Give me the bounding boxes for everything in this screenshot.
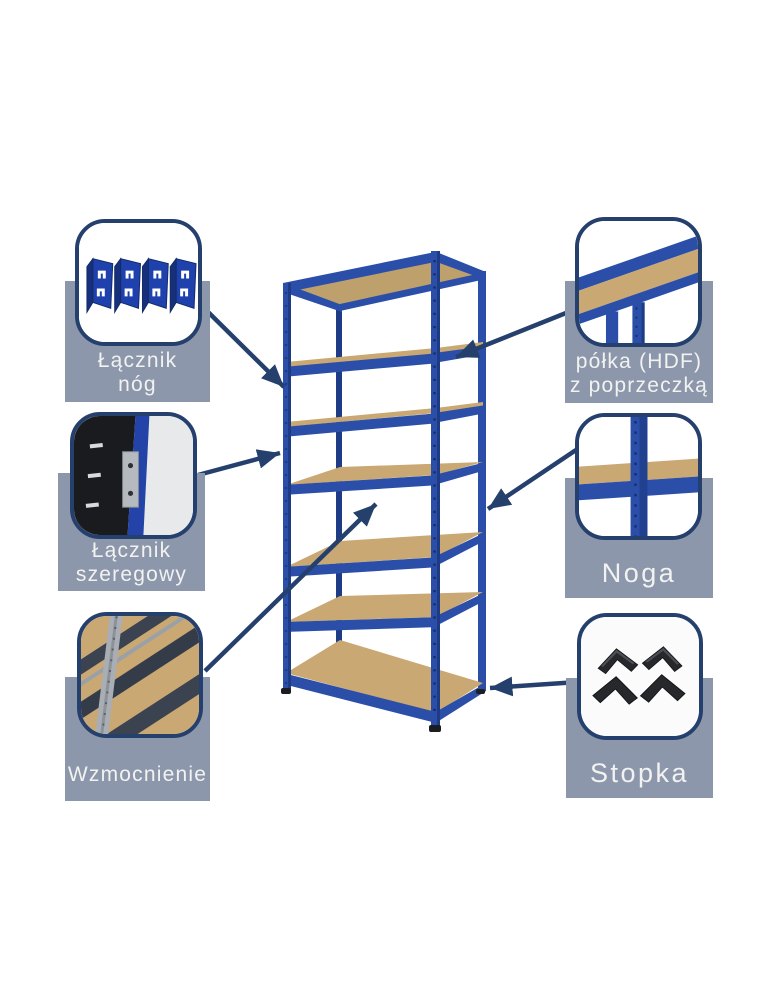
arrow-polka-hdf	[455, 306, 577, 360]
callout-thumb-polka-hdf	[575, 217, 702, 347]
arrow-lacznik-szeregowy	[197, 449, 281, 478]
corner-feet-image	[581, 617, 699, 736]
arrow-lacznik-nog	[201, 305, 286, 389]
row-connector-image	[74, 416, 193, 535]
callout-arrows	[197, 305, 579, 697]
callout-thumb-stopka	[577, 613, 703, 740]
upright-leg-image	[579, 417, 698, 536]
callout-thumb-noga	[575, 413, 702, 540]
callout-thumb-lacznik-nog	[75, 219, 202, 346]
callout-thumb-wzmocnienie	[77, 612, 203, 738]
callout-thumb-lacznik-szeregowy	[70, 412, 197, 539]
arrow-stopka	[489, 676, 579, 697]
arrow-wzmocnienie	[203, 502, 378, 673]
arrow-noga	[486, 448, 578, 511]
leg-connector-brackets-image	[79, 223, 198, 342]
hdf-shelf-image	[579, 221, 698, 343]
reinforcement-underside-image	[81, 616, 199, 734]
shelving-rack	[281, 251, 486, 732]
